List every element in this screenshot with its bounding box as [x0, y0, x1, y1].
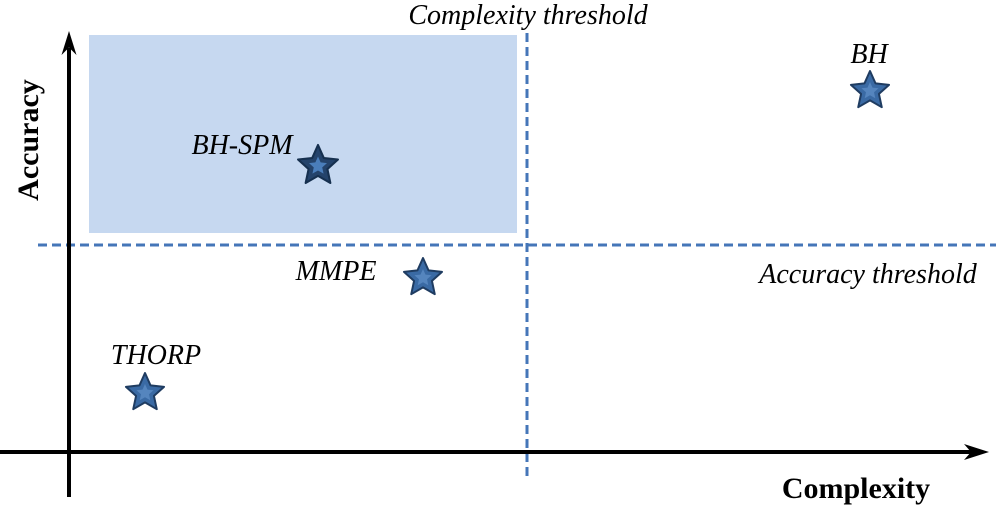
x-axis-title: Complexity — [781, 472, 931, 505]
y-axis-arrow-icon — [61, 31, 77, 55]
point-label-bh-spm: BH-SPM — [191, 130, 293, 161]
complexity-threshold-label: Complexity threshold — [408, 0, 648, 31]
y-axis-title: Accuracy — [12, 79, 45, 201]
star-marker-thorp — [125, 373, 165, 410]
point-label-thorp: THORP — [110, 340, 202, 371]
point-label-mmpe: MMPE — [295, 256, 377, 287]
x-axis-arrow-icon — [964, 444, 989, 460]
highlight-region — [89, 35, 517, 233]
accuracy-threshold-label: Accuracy threshold — [759, 259, 977, 290]
point-label-bh: BH — [850, 39, 888, 70]
star-marker-mmpe — [403, 258, 443, 295]
star-marker-bh — [850, 71, 890, 108]
